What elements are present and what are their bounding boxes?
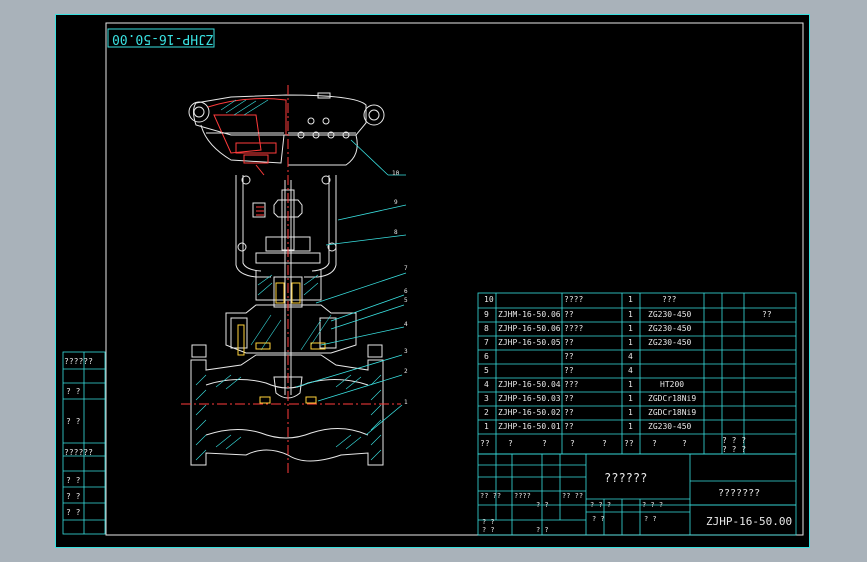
bom-mat: ZG230-450 [648, 338, 692, 347]
bom-header-name: ???? [564, 295, 584, 304]
bom-no: 5 [484, 366, 489, 375]
bom-code: ZJHP-16-50.05 [498, 338, 561, 347]
title-block-label: ? ? [592, 515, 605, 523]
bom-mat: HT200 [660, 380, 685, 389]
bom-no: 3 [484, 394, 489, 403]
title-block-label: ? ? ? [590, 501, 612, 509]
title-block-label: ? ? ? [642, 501, 664, 509]
bom-qty: 4 [628, 352, 633, 361]
bom-name: ?? [564, 352, 574, 361]
bom-qty: 1 [628, 422, 633, 431]
leader-label-7: 7 [404, 265, 408, 272]
left-strip-cell: ?????? [64, 448, 93, 457]
bom-no: 2 [484, 408, 489, 417]
title-block-title: ?????? [604, 471, 648, 485]
left-strip-cell: ? ? [66, 508, 81, 517]
title-block-company: ??????? [718, 488, 761, 499]
bom-qty: 4 [628, 366, 633, 375]
title-block-drawing-no: ZJHP-16-50.00 [706, 515, 793, 528]
leader-label-3: 3 [404, 348, 408, 355]
bom-footer-cell: ? [602, 439, 607, 448]
bom-mat: ZGDCr18Ni9 [648, 394, 697, 403]
title-block-label: ?? ?? [562, 492, 584, 500]
title-block-label: ? ? [536, 501, 549, 509]
bom-header-qty: 1 [628, 295, 633, 304]
bom-qty: 1 [628, 394, 633, 403]
bom-name: ?? [564, 366, 574, 375]
bom-code: ZJHP-16-50.03 [498, 394, 561, 403]
bom-qty: 1 [628, 310, 633, 319]
bom-code: ZJHM-16-50.06 [498, 310, 561, 319]
bom-no: 4 [484, 380, 489, 389]
bom-no: 1 [484, 422, 489, 431]
leader-label-6: 6 [404, 288, 408, 295]
left-strip-cell: ?????? [64, 357, 93, 366]
left-strip-cell: ? ? [66, 387, 81, 396]
bom-code: ZJHP-16-50.02 [498, 408, 561, 417]
bom-no: 9 [484, 310, 489, 319]
bom-qty: 1 [628, 380, 633, 389]
bom-header-no: 10 [484, 295, 494, 304]
bom-footer-cell: ? [652, 439, 657, 448]
bom-footer-cell: ? [682, 439, 687, 448]
bom-header-mat: ??? [662, 295, 677, 304]
leader-label-1: 1 [404, 399, 408, 406]
left-strip-cell: ? ? [66, 492, 81, 501]
bom-code: ZJHP-16-50.06 [498, 324, 561, 333]
bom-footer-cell: ? ? ? [722, 436, 747, 445]
bom-name: ?? [564, 422, 574, 431]
bom-no: 6 [484, 352, 489, 361]
bom-mat: ZG230-450 [648, 310, 692, 319]
leader-label-10: 10 [392, 170, 400, 177]
bom-mat: ZGDCr18Ni9 [648, 408, 697, 417]
title-block-label: ? ? [482, 526, 495, 534]
bom-name: ?? [564, 408, 574, 417]
bom-mat: ZG230-450 [648, 422, 692, 431]
bom-note: ?? [762, 310, 772, 319]
bom-footer-cell: ? [508, 439, 513, 448]
drawing-sheet: ZJHP-16-50.00 10 9 8 7 6 5 4 3 2 1 ?????… [55, 14, 810, 548]
bom-footer-cell: ? ? ? [722, 445, 747, 454]
bom-code: ZJHP-16-50.04 [498, 380, 561, 389]
leader-label-4: 4 [404, 321, 408, 328]
title-block-label: ? ? [536, 526, 549, 534]
title-block-label: ? ? [482, 518, 495, 526]
left-strip-cell: ? ? [66, 417, 81, 426]
bom-footer-cell: ? [542, 439, 547, 448]
bom-code: ZJHP-16-50.01 [498, 422, 561, 431]
title-block-label: ???? [514, 492, 531, 500]
bom-name: ?? [564, 394, 574, 403]
bom-name: ?? [564, 338, 574, 347]
bom-footer-cell: ? [570, 439, 575, 448]
title-block-label: ?? ?? [480, 492, 502, 500]
bom-no: 8 [484, 324, 489, 333]
bom-name: ???? [564, 324, 584, 333]
left-strip-cell: ? ? [66, 476, 81, 485]
leader-label-2: 2 [404, 368, 408, 375]
bom-qty: 1 [628, 338, 633, 347]
bom-qty: 1 [628, 324, 633, 333]
leader-label-8: 8 [394, 229, 398, 236]
bom-qty: 1 [628, 408, 633, 417]
bom-footer-cell: ?? [624, 439, 634, 448]
leader-label-5: 5 [404, 297, 408, 304]
cad-drawing-canvas[interactable] [56, 15, 811, 549]
leader-label-9: 9 [394, 199, 398, 206]
bom-no: 7 [484, 338, 489, 347]
title-block-label: ? ? [644, 515, 657, 523]
drawing-code-rotated: ZJHP-16-50.00 [112, 31, 214, 46]
bom-mat: ZG230-450 [648, 324, 692, 333]
bom-name: ?? [564, 310, 574, 319]
bom-footer-cell: ?? [480, 439, 490, 448]
bom-name: ??? [564, 380, 579, 389]
